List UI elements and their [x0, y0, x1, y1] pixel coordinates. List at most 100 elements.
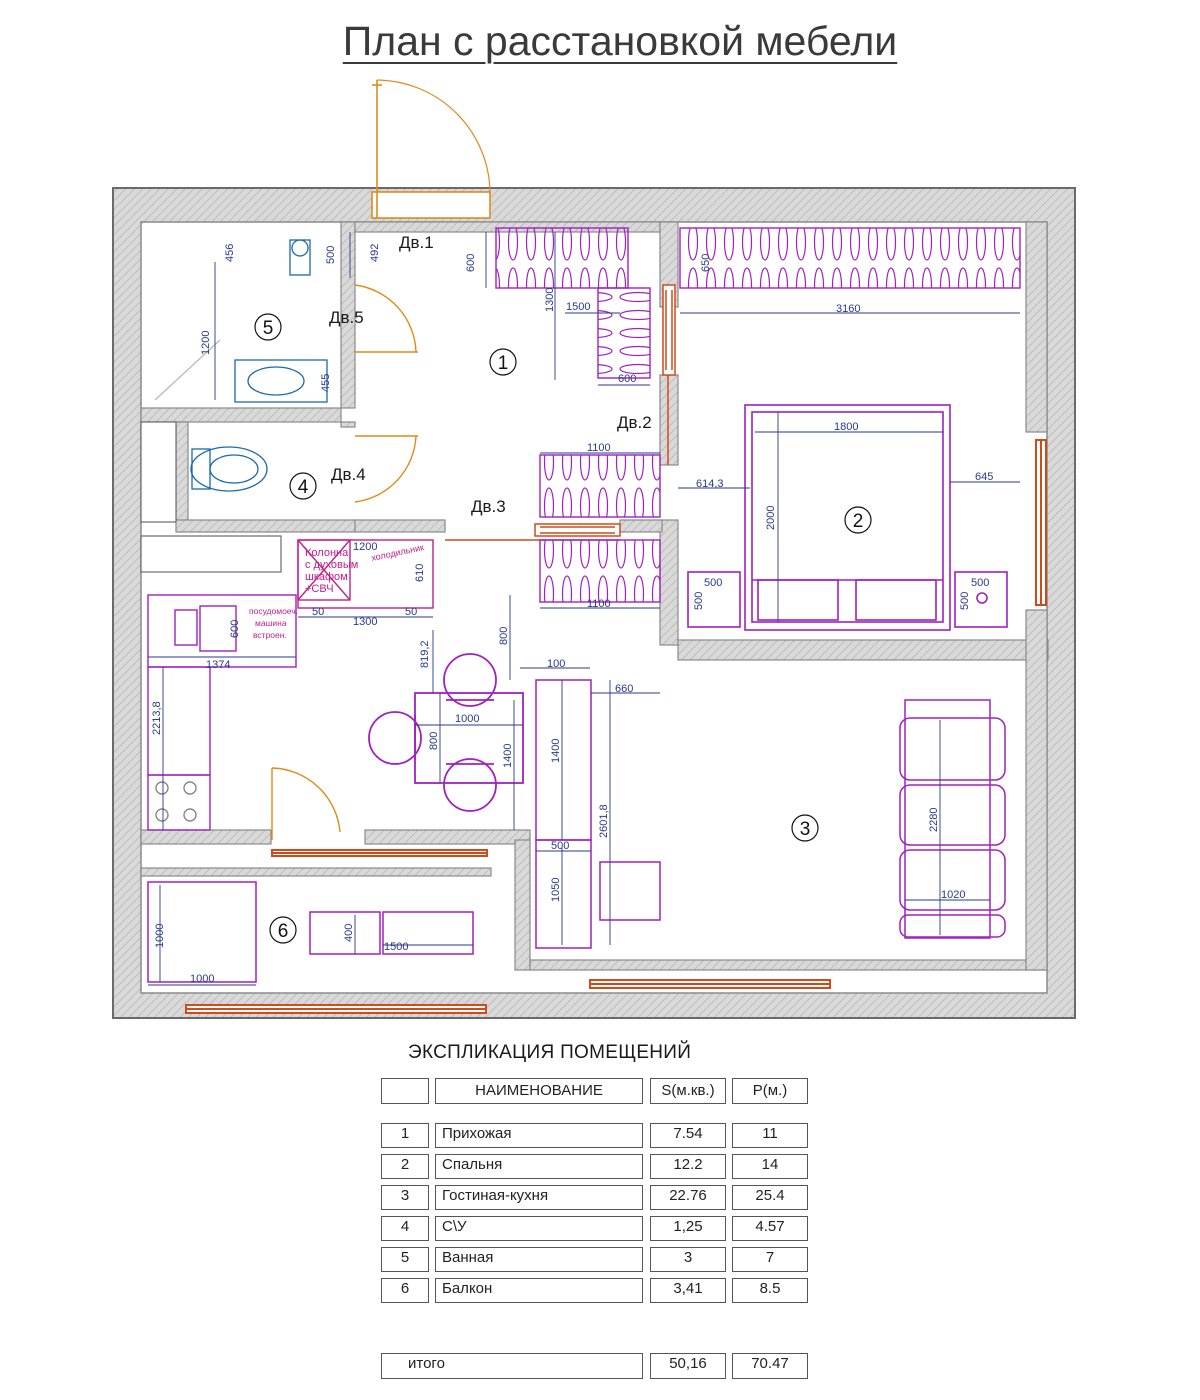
row-area: 3: [650, 1247, 726, 1272]
dim-1100-b: 1100: [587, 598, 611, 610]
total-label: итого: [381, 1353, 643, 1379]
door-label-4: Дв.4: [331, 465, 366, 484]
dim-1400-b: 1400: [550, 739, 562, 763]
row-area: 7.54: [650, 1123, 726, 1148]
dim-1000-c: 1000: [190, 973, 214, 985]
column-note-1: Колонна: [305, 547, 349, 559]
entrance-door: [371, 79, 491, 219]
dim-600-a: 600: [465, 254, 477, 272]
dim-600-b: 600: [618, 373, 636, 385]
dim-1500-b: 1500: [384, 941, 408, 953]
living-furniture: [147, 679, 1006, 983]
row-num: 4: [381, 1216, 429, 1241]
outer-walls: [112, 187, 1076, 1019]
header-area: S(м.кв.): [650, 1078, 726, 1104]
row-num: 6: [381, 1278, 429, 1303]
header-num: [381, 1078, 429, 1104]
row-perimeter: 4.57: [732, 1216, 808, 1241]
floor-plan: Дв.1 Дв.2 Дв.3 Дв.4 Дв.5 1 2 3 4 5 6 Кол…: [112, 79, 1076, 1019]
dim-455: 455: [320, 374, 332, 392]
dim-400: 400: [343, 924, 355, 942]
door-label-5: Дв.5: [329, 308, 364, 327]
dim-1400-a: 1400: [502, 744, 514, 768]
dim-1100-a: 1100: [587, 442, 611, 454]
row-name: С\У: [435, 1216, 643, 1241]
row-num: 3: [381, 1185, 429, 1210]
dim-2000: 2000: [765, 506, 777, 530]
door-label-3: Дв.3: [471, 497, 506, 516]
dim-50-a: 50: [312, 606, 324, 618]
row-num: 2: [381, 1154, 429, 1179]
dim-645: 645: [975, 471, 993, 483]
header-perimeter: P(м.): [732, 1078, 808, 1104]
row-perimeter: 11: [732, 1123, 808, 1148]
fridge-note: холодильник: [370, 542, 424, 563]
wardrobes: [495, 227, 1021, 603]
dim-1300-a: 1300: [544, 288, 556, 312]
column-note-4: +СВЧ: [305, 583, 334, 595]
dim-660: 660: [615, 683, 633, 695]
row-perimeter: 25.4: [732, 1185, 808, 1210]
dining-set: [368, 653, 524, 812]
interior-doors: [271, 284, 418, 840]
dim-456: 456: [224, 244, 236, 262]
dim-1374: 1374: [206, 659, 230, 671]
total-perimeter: 70.47: [732, 1353, 808, 1379]
dim-1050: 1050: [550, 878, 562, 902]
row-perimeter: 8.5: [732, 1278, 808, 1303]
row-perimeter: 7: [732, 1247, 808, 1272]
door-labels: Дв.1 Дв.2 Дв.3 Дв.4 Дв.5: [329, 233, 652, 516]
windows: [185, 439, 1047, 1014]
column-note-3: шкафом: [305, 571, 348, 583]
dimension-labels: 456 500 492 600 1300 1500 600 650 3160 1…: [151, 244, 993, 985]
room-number-5: 5: [263, 318, 274, 339]
total-area: 50,16: [650, 1353, 726, 1379]
dim-1500-a: 1500: [566, 301, 590, 313]
row-name: Ванная: [435, 1247, 643, 1272]
dim-3160: 3160: [836, 303, 860, 315]
dim-1020: 1020: [941, 889, 965, 901]
dim-492: 492: [369, 244, 381, 262]
dishwasher-note-1: посудомоеч.: [249, 606, 298, 616]
row-name: Гостиная-кухня: [435, 1185, 643, 1210]
room-number-1: 1: [498, 353, 509, 374]
dim-2213: 2213,8: [151, 701, 163, 735]
dim-500-f: 500: [551, 840, 569, 852]
dim-500-d: 500: [971, 577, 989, 589]
header-name: НАИМЕНОВАНИЕ: [435, 1078, 643, 1104]
dim-800-a: 800: [498, 627, 510, 645]
dim-50-b: 50: [405, 606, 417, 618]
dim-614: 614,3: [696, 478, 724, 490]
kitchen-units: [147, 539, 434, 831]
dim-1200-b: 1200: [353, 541, 377, 553]
dim-2280: 2280: [928, 808, 940, 832]
row-num: 1: [381, 1123, 429, 1148]
room-numbers: 1 2 3 4 5 6: [254, 313, 872, 944]
bathroom-fixtures: [154, 239, 328, 492]
row-area: 12.2: [650, 1154, 726, 1179]
dishwasher-note-3: встроен.: [253, 630, 287, 640]
row-name: Спальня: [435, 1154, 643, 1179]
dimension-lines: [148, 232, 1020, 986]
room-number-3: 3: [800, 819, 811, 840]
row-area: 3,41: [650, 1278, 726, 1303]
dim-1800: 1800: [834, 421, 858, 433]
row-area: 1,25: [650, 1216, 726, 1241]
dim-650: 650: [700, 254, 712, 272]
dim-500-a: 500: [325, 246, 337, 264]
door-label-2: Дв.2: [617, 413, 652, 432]
dim-800-b: 800: [428, 732, 440, 750]
dim-819: 819,2: [419, 640, 431, 668]
row-area: 22.76: [650, 1185, 726, 1210]
dishwasher-note-2: машина: [255, 618, 287, 628]
dim-1000-a: 1000: [455, 713, 479, 725]
plan-title: План с расстановкой мебели: [342, 18, 898, 64]
door-label-1: Дв.1: [399, 233, 434, 252]
row-num: 5: [381, 1247, 429, 1272]
dim-610: 610: [414, 564, 426, 582]
row-name: Прихожая: [435, 1123, 643, 1148]
dim-600-c: 600: [229, 620, 241, 638]
row-perimeter: 14: [732, 1154, 808, 1179]
explication-title: ЭКСПЛИКАЦИЯ ПОМЕЩЕНИЙ: [408, 1042, 692, 1063]
dim-1300-b: 1300: [353, 616, 377, 628]
